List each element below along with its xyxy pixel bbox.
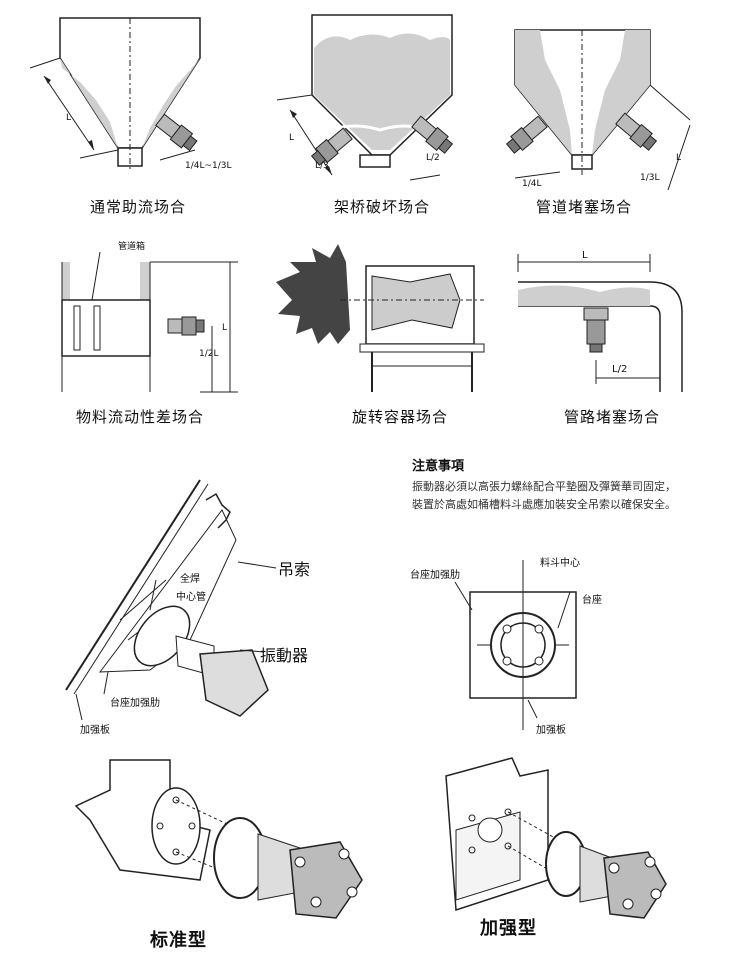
caption-rotating: 旋转容器场合 bbox=[352, 408, 449, 426]
dim-third-l: 1/3L bbox=[640, 173, 660, 183]
dim-half: L/2 bbox=[426, 153, 440, 163]
label-plan-plate: 加强板 bbox=[536, 723, 566, 736]
rotating-container bbox=[276, 244, 485, 392]
label-base-rib: 台座加强肋 bbox=[110, 696, 160, 709]
label-vibrator: 振動器 bbox=[260, 646, 309, 665]
label-plate: 加强板 bbox=[80, 723, 110, 736]
dim-third: L/3 bbox=[315, 161, 329, 171]
hopper-normal-flow bbox=[29, 17, 201, 170]
dim-quarter-third: 1/4L~1/3L bbox=[185, 161, 232, 171]
pipeline-block bbox=[517, 254, 683, 392]
hopper-bridge-break bbox=[276, 14, 454, 181]
label-hopper-center: 料斗中心 bbox=[540, 556, 580, 569]
dim-l-2: L bbox=[289, 133, 294, 143]
pipe-poor-flow bbox=[61, 251, 238, 393]
dim-half-6: L/2 bbox=[612, 364, 627, 375]
caption-standard-type: 标准型 bbox=[150, 930, 207, 951]
installation-side-view bbox=[65, 479, 277, 721]
label-full-weld: 全焊 bbox=[180, 572, 200, 585]
caption-bridge-break: 架桥破坏场合 bbox=[334, 198, 431, 216]
caption-pipe-block: 管道堵塞场合 bbox=[536, 198, 633, 216]
reinforced-type-illustration bbox=[445, 757, 667, 919]
dim-l-6: L bbox=[582, 250, 588, 261]
label-plan-base-rib: 台座加强肋 bbox=[410, 568, 460, 581]
note-title: 注意事項 bbox=[412, 459, 465, 474]
standard-type-illustration bbox=[74, 759, 363, 919]
caption-reinforced-type: 加强型 bbox=[480, 918, 537, 939]
caption-pipeline-block: 管路堵塞场合 bbox=[564, 408, 661, 426]
note-body: 振動器必須以高張力螺絲配合平墊圈及彈簧華司固定，裝置於高處如桶槽料斗處應加裝安全… bbox=[412, 480, 676, 511]
dim-l-3: L bbox=[676, 153, 681, 163]
label-sling: 吊索 bbox=[278, 560, 311, 579]
label-center-pipe: 中心管 bbox=[176, 590, 206, 603]
dim-half-l: 1/2L bbox=[199, 349, 219, 359]
installation-plan-view bbox=[454, 560, 577, 730]
hopper-pipe-block bbox=[505, 29, 691, 191]
label-pipe-box: 管道箱 bbox=[118, 240, 145, 252]
dim-l-1: L bbox=[66, 113, 71, 123]
dim-l-4: L bbox=[222, 323, 227, 333]
label-plan-base: 台座 bbox=[582, 593, 602, 606]
dim-quarter: 1/4L bbox=[522, 179, 542, 189]
caption-poor-flow: 物料流动性差场合 bbox=[76, 408, 205, 426]
caption-normal-flow: 通常助流场合 bbox=[90, 198, 187, 216]
